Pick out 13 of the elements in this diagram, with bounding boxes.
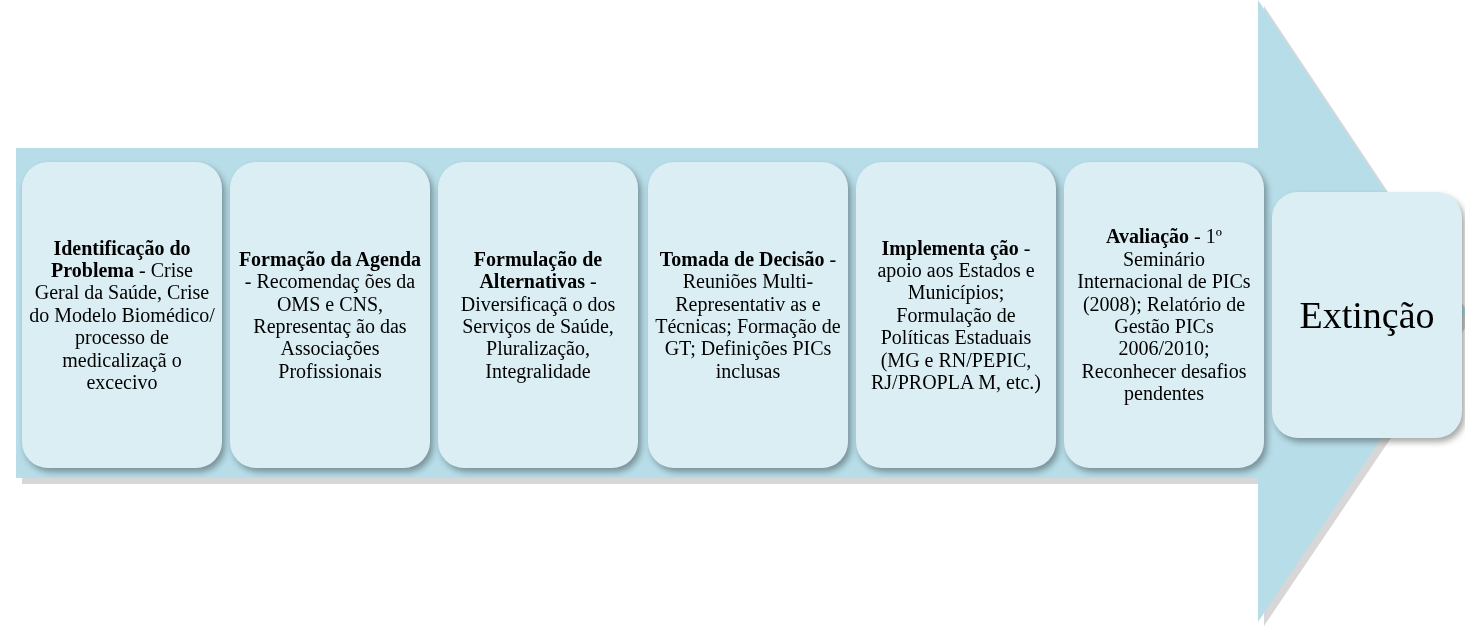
- stage-description: Avaliação - 1º Seminário Internacional de PICs (2008); Relatório de Gestão PICs 2006/2010; Reconhecer desafios pendentes: [1076, 225, 1252, 405]
- stage-box: [22, 162, 222, 468]
- stage-description: Identificação do Problema - Crise Geral da Saúde, Crise do Modelo Biomédico/ processo de medicalizaçã o excecivo: [28, 236, 216, 394]
- stage-box: [438, 162, 638, 468]
- stage-box: [856, 162, 1056, 468]
- stage-box: [648, 162, 848, 468]
- stage-label: Extinção: [1299, 293, 1435, 337]
- stage-description: Implementa ção - apoio aos Estados e Municípios; Formulação de Políticas Estaduais (MG e RN/PEPIC, RJ/PROPLA M, etc.): [870, 236, 1042, 394]
- stage-description: Formulação de Alternativas - Diversificaçã o dos Serviços de Saúde, Pluralização, Integralidade: [459, 247, 617, 383]
- stage-description: Formação da Agenda - Recomendaç ões da OMS e CNS, Representaç ão das Associações Profissionais: [237, 247, 423, 383]
- stage-description: Tomada de Decisão - Reuniões Multi- Representativ as e Técnicas; Formação de GT; Definições PICs inclusas: [654, 247, 842, 383]
- stage-box: [230, 162, 430, 468]
- stage-box: [1064, 162, 1264, 468]
